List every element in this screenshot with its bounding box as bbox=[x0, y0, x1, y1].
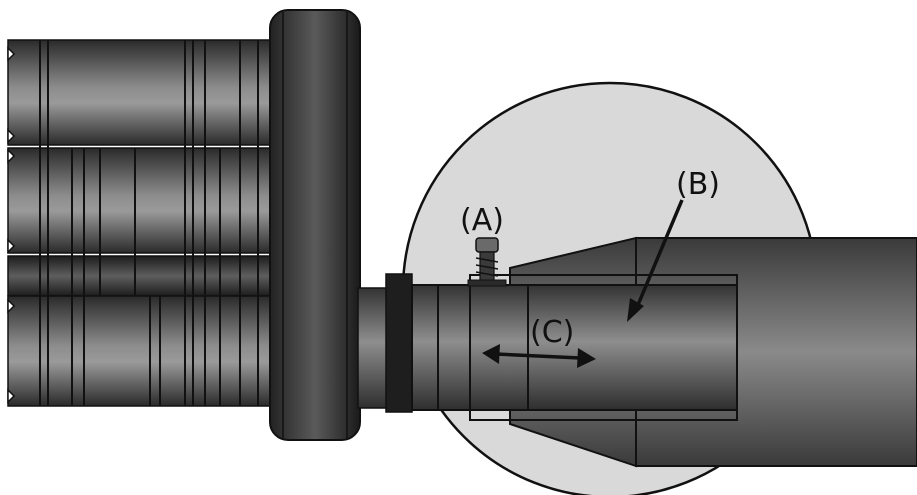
flange-disc bbox=[269, 9, 361, 441]
inner-tube bbox=[411, 274, 738, 421]
set-screw bbox=[467, 237, 507, 287]
double-arrow-c bbox=[482, 344, 596, 368]
cylinder-bundle bbox=[7, 39, 271, 407]
arrow-b bbox=[627, 199, 684, 322]
clamp-collar bbox=[385, 273, 413, 413]
label-b: (B) bbox=[676, 167, 720, 202]
label-c: (C) bbox=[530, 315, 574, 350]
label-a: (A) bbox=[460, 203, 504, 238]
